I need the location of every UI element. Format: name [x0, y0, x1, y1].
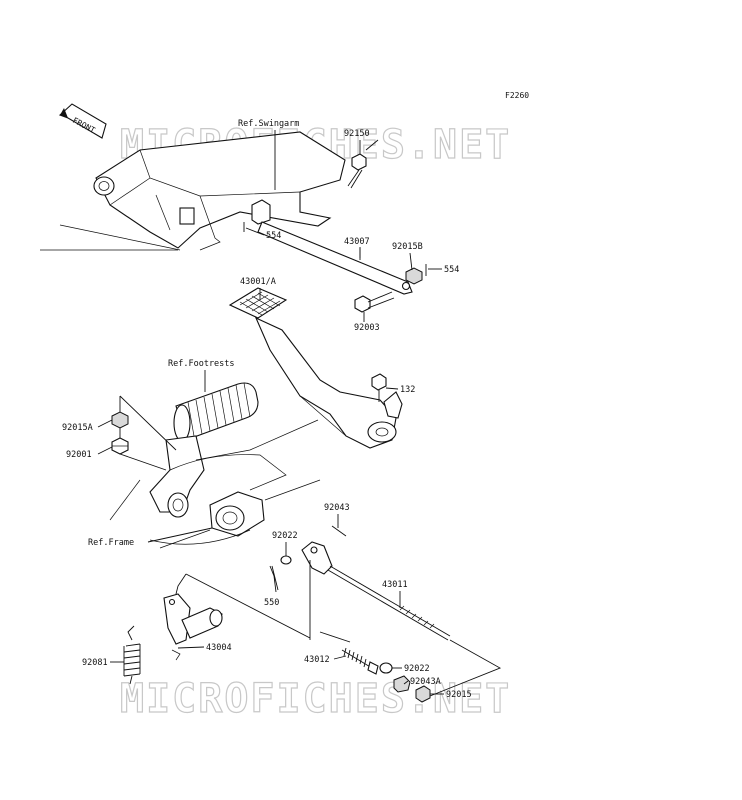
part-label-132: 132: [400, 385, 415, 395]
part-label-43011: 43011: [382, 580, 408, 590]
spring-43012: [341, 647, 379, 675]
bolt-92001: [111, 437, 129, 455]
part-label-92043: 92043: [324, 503, 350, 513]
group-line-lower-left: [185, 573, 311, 639]
swingarm-illustration: [40, 131, 346, 251]
part-label-43007: 43007: [344, 237, 370, 247]
nut-92015: [415, 685, 431, 703]
front-arrow-icon: FRONT: [58, 103, 107, 139]
leader-lines-footrest: [119, 395, 177, 471]
part-label-92043a: 92043A: [410, 677, 441, 687]
pedal-pad-pattern: [239, 291, 281, 316]
part-label-43012: 43012: [304, 655, 330, 665]
part-label-92015a: 92015A: [62, 423, 93, 433]
spring-92081: [123, 625, 141, 685]
ref-frame-label: Ref.Frame: [88, 538, 134, 548]
brake-rod-43011: [301, 541, 451, 641]
figure-code: F2260: [505, 91, 529, 100]
ref-swingarm-label: Ref.Swingarm: [238, 119, 299, 129]
ref-frame-leader: [147, 527, 213, 543]
part-label-92001: 92001: [66, 450, 92, 460]
ref-footrests-label: Ref.Footrests: [168, 359, 235, 369]
part-label-554-right: 554: [444, 265, 459, 275]
part-label-92015b: 92015B: [392, 242, 423, 252]
frame-pivot-illustration: [149, 454, 321, 549]
group-line-rod-end: [319, 631, 351, 643]
washer-92022-lower: [379, 662, 393, 674]
part-label-92022-upper: 92022: [272, 531, 298, 541]
part-label-550: 550: [264, 598, 279, 608]
group-line-rod-hardware: [429, 639, 502, 697]
part-label-92015: 92015: [446, 690, 472, 700]
part-label-43004: 43004: [206, 643, 232, 653]
nut-92015b: [405, 267, 423, 285]
pin-92043: [331, 525, 347, 537]
watermark-bottom: MICROFICHES.NET: [120, 676, 511, 722]
nut-92043a: [393, 675, 411, 693]
cotter-pin-550: [269, 565, 279, 593]
bolt-132: [371, 373, 387, 402]
brake-pedal: [228, 287, 403, 449]
nut-92015a: [111, 411, 129, 429]
part-label-92081: 92081: [82, 658, 108, 668]
group-line-lower-left-b: [175, 573, 187, 595]
part-label-554-left: 554: [266, 231, 281, 241]
washer-92022-upper: [280, 555, 292, 565]
footrest-illustration: [109, 382, 319, 521]
part-label-92150: 92150: [344, 129, 370, 139]
part-label-43001a: 43001/A: [240, 277, 276, 287]
bolt-92003: [354, 291, 395, 313]
part-label-92003: 92003: [354, 323, 380, 333]
part-label-92022-lower: 92022: [404, 664, 430, 674]
shaft-lever-43004: [163, 593, 223, 661]
